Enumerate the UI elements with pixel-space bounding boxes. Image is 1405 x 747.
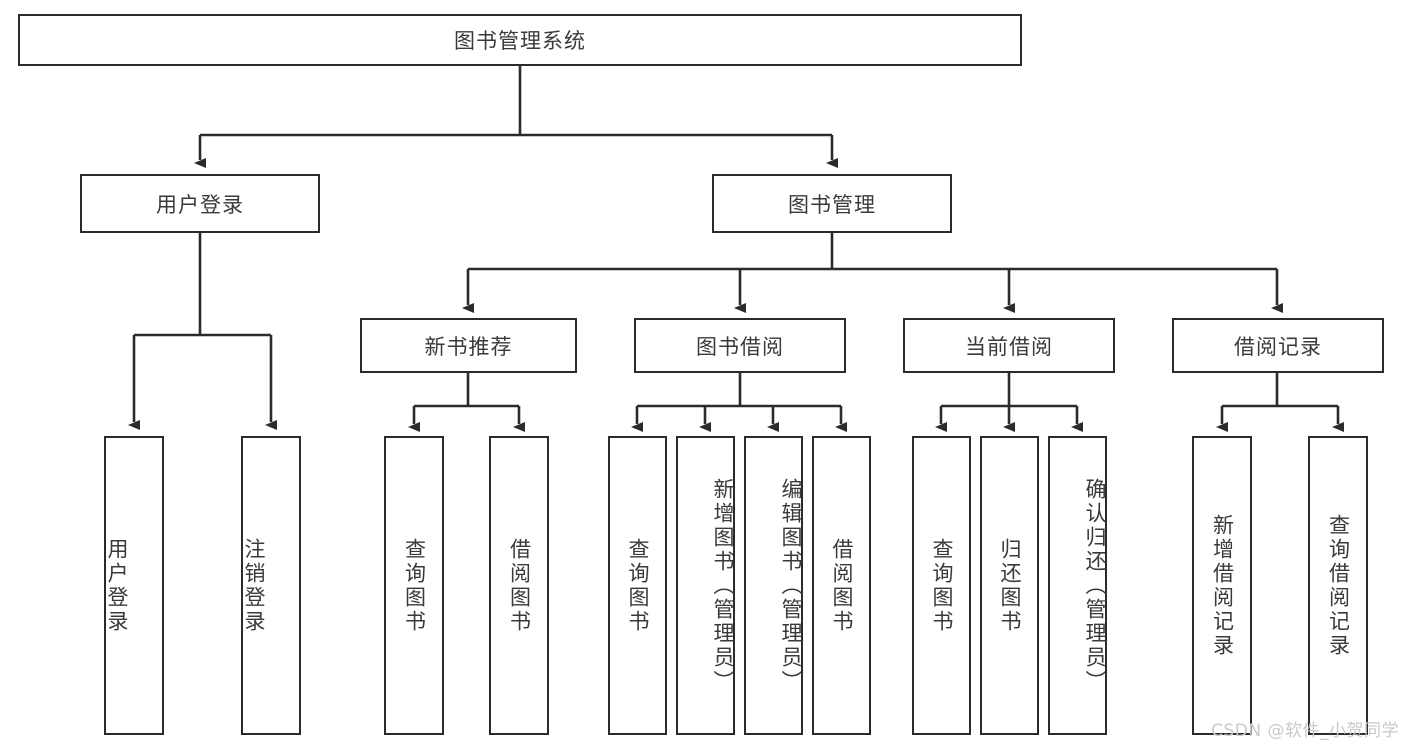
leaf-logout-login[interactable]: 注销登录 bbox=[241, 436, 301, 735]
leaf-user-login[interactable]: 用户登录 bbox=[104, 436, 164, 735]
node-user-login[interactable]: 用户登录 bbox=[80, 174, 320, 233]
leaf-query-book-2[interactable]: 查询图书 bbox=[608, 436, 667, 735]
leaf-add-record[interactable]: 新增借阅记录 bbox=[1192, 436, 1252, 735]
leaf-borrow-book-1[interactable]: 借阅图书 bbox=[489, 436, 549, 735]
leaf-query-book-1[interactable]: 查询图书 bbox=[384, 436, 444, 735]
leaf-add-book[interactable]: 新增图书（管理员） bbox=[676, 436, 735, 735]
node-book-manage[interactable]: 图书管理 bbox=[712, 174, 952, 233]
node-current-borrow[interactable]: 当前借阅 bbox=[903, 318, 1115, 373]
node-new-book-recommend[interactable]: 新书推荐 bbox=[360, 318, 577, 373]
node-root[interactable]: 图书管理系统 bbox=[18, 14, 1022, 66]
leaf-borrow-book-2[interactable]: 借阅图书 bbox=[812, 436, 871, 735]
leaf-return-book[interactable]: 归还图书 bbox=[980, 436, 1039, 735]
leaf-edit-book[interactable]: 编辑图书（管理员） bbox=[744, 436, 803, 735]
leaf-query-book-3[interactable]: 查询图书 bbox=[912, 436, 971, 735]
node-book-borrow[interactable]: 图书借阅 bbox=[634, 318, 846, 373]
node-borrow-record[interactable]: 借阅记录 bbox=[1172, 318, 1384, 373]
leaf-query-record[interactable]: 查询借阅记录 bbox=[1308, 436, 1368, 735]
leaf-confirm-return[interactable]: 确认归还（管理员） bbox=[1048, 436, 1107, 735]
